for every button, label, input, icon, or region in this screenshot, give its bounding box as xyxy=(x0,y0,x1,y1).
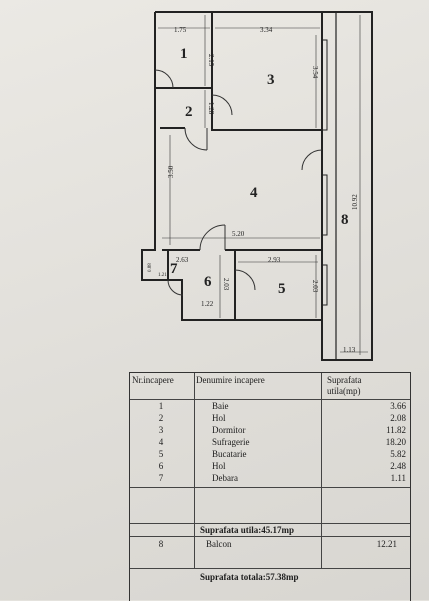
room-number-3: 3 xyxy=(267,72,275,88)
dim-dorm-height: 3.54 xyxy=(311,66,319,79)
floor-plan: 1.75 3.34 2.15 1.28 3.54 3.50 5.20 10.92… xyxy=(141,11,373,361)
dim-hol6-height: 2.03 xyxy=(222,278,230,291)
dim-hol6-width: 2.63 xyxy=(176,256,189,264)
room-number-5: 5 xyxy=(278,281,286,297)
header-name: Denumire incapere xyxy=(196,375,265,385)
header-area: Suprafata utila(mp) xyxy=(327,375,362,396)
useful-total-label: Suprafata utila:45.17mp xyxy=(200,525,295,535)
dim-buc-width: 2.93 xyxy=(268,256,281,264)
header-nr: Nr.incapere xyxy=(132,375,174,385)
room-number-7: 7 xyxy=(170,261,178,277)
room-number-4: 4 xyxy=(250,185,258,201)
dim-hol6-small: 1.22 xyxy=(201,300,214,308)
room-area-table: Nr.incapere Denumire incapere Suprafata … xyxy=(129,372,411,601)
dim-hol-height: 1.28 xyxy=(207,102,215,115)
dim-dorm-width: 3.34 xyxy=(260,26,273,34)
dim-deb-height: 0.88 xyxy=(148,263,153,272)
dim-buc-height: 2.03 xyxy=(311,280,319,293)
room-number-6: 6 xyxy=(204,274,212,290)
room-number-1: 1 xyxy=(180,46,188,62)
dim-baie-height: 2.15 xyxy=(207,54,215,67)
dim-total-height: 10.92 xyxy=(351,194,359,210)
dim-suf-width: 5.20 xyxy=(232,230,245,238)
dim-baie-width: 1.75 xyxy=(174,26,187,34)
dim-deb-width: 1.21 xyxy=(158,273,167,278)
room-number-2: 2 xyxy=(185,104,193,120)
grand-total-label: Suprafata totala:57.38mp xyxy=(200,572,299,582)
room-number-8: 8 xyxy=(341,212,349,228)
dim-balcon-width: 1.13 xyxy=(343,346,356,354)
dim-suf-height: 3.50 xyxy=(167,165,175,178)
